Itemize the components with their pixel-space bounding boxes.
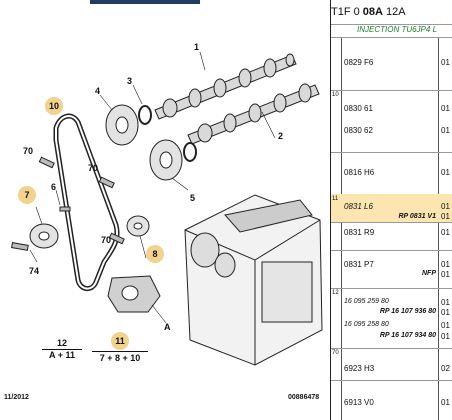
callout-3: 3 <box>127 76 133 86</box>
camshaft-2 <box>187 83 320 145</box>
pulley-5 <box>149 139 183 181</box>
group-number: 10 <box>332 92 339 98</box>
tensioner-7 <box>29 223 59 249</box>
part-code: 6923 H3 <box>344 364 375 373</box>
part-qty: 01 <box>441 332 450 341</box>
print-date: 11/2012 <box>4 394 29 401</box>
parts-row-highlighted[interactable]: 11 0831 L6 01 RP 0831 V1 01 <box>331 194 452 223</box>
part-code: 16 095 258 80 <box>344 321 389 328</box>
pulley-4 <box>105 104 139 146</box>
part-code: 0831 P7 <box>344 260 374 269</box>
part-qty: 01 <box>441 228 450 237</box>
bolts <box>11 156 125 251</box>
part-qty: 01 <box>441 321 450 330</box>
parts-row[interactable]: 12 16 095 259 80 01 RP 16 107 936 80 01 … <box>331 288 452 349</box>
engine-block <box>184 194 323 366</box>
parts-row[interactable]: 70 6923 H3 02 <box>331 348 452 381</box>
callout-4: 4 <box>95 86 101 96</box>
ref-11: 7 + 8 + 10 <box>92 351 148 363</box>
drawing <box>11 51 323 366</box>
title-suffix: 12A <box>386 6 406 18</box>
part-qty: 01 <box>441 168 450 177</box>
title-mid: 08A <box>362 6 383 18</box>
callout-74: 74 <box>29 266 40 276</box>
replacement-ref: RP 0831 V1 <box>398 213 437 220</box>
replacement-ref: RP 16 107 934 80 <box>379 332 436 339</box>
callout-5: 5 <box>190 193 196 203</box>
parts-row[interactable]: 10 0830 61 01 0830 62 01 <box>331 90 452 153</box>
part-qty: 01 <box>441 260 450 269</box>
part-qty: 01 <box>441 202 450 211</box>
ref-12-formula: A + 11 <box>49 350 75 360</box>
part-qty: 02 <box>441 364 450 373</box>
replacement-ref: RP 16 107 936 80 <box>379 308 436 315</box>
group-number: 70 <box>332 350 339 356</box>
part-qty: 01 <box>441 126 450 135</box>
callout-2: 2 <box>278 131 284 141</box>
group-number: 11 <box>332 196 339 202</box>
group-number: 12 <box>332 290 339 296</box>
part-qty: 01 <box>441 212 450 221</box>
callout-10-badge: 10 <box>45 97 63 115</box>
callout-7-badge: 7 <box>18 186 36 204</box>
drawing-code: 00886478 <box>288 394 320 401</box>
col-divider-right <box>438 38 439 420</box>
part-code: 0830 62 <box>344 126 373 135</box>
part-qty: 01 <box>441 270 450 279</box>
callout-70-low: 70 <box>101 235 112 245</box>
callout-1: 1 <box>194 42 200 52</box>
part-qty: 01 <box>441 308 450 317</box>
parts-row[interactable]: 0829 F6 01 <box>331 38 452 91</box>
callout-70-mid: 70 <box>88 163 99 173</box>
parts-list-panel: T1F 0 08A 12A INJECTION TU6JP4 L 0829 F6… <box>331 0 452 420</box>
water-pump <box>107 275 161 313</box>
parts-row[interactable]: 0831 R9 01 <box>331 222 452 251</box>
part-qty: 01 <box>441 398 450 407</box>
panel-subtitle: INJECTION TU6JP4 L <box>331 24 452 38</box>
part-code: 0829 F6 <box>344 58 374 67</box>
parts-row[interactable]: 0831 P7 01 NFP 01 <box>331 250 452 289</box>
title-prefix: T1F 0 <box>331 6 360 18</box>
part-qty: 01 <box>441 298 450 307</box>
leader-lines <box>29 51 276 324</box>
callout-a: A <box>164 322 171 332</box>
ref-12-label: 12 <box>42 338 82 350</box>
part-qty: 01 <box>441 104 450 113</box>
callout-70-top: 70 <box>23 146 34 156</box>
callout-6: 6 <box>51 182 57 192</box>
seal-3b <box>183 142 197 162</box>
parts-row[interactable]: 0816 H6 01 <box>331 152 452 195</box>
camshaft-1 <box>154 53 297 120</box>
callout-8-badge: 8 <box>146 245 164 263</box>
part-code: 0830 61 <box>344 104 373 113</box>
header-strip <box>90 0 200 4</box>
parts-row[interactable]: 6913 V0 01 <box>331 380 452 420</box>
ref-12: 12 A + 11 <box>42 338 82 360</box>
part-code: 6913 V0 <box>344 398 374 407</box>
seal-3a <box>138 105 152 125</box>
ref-11-badge: 11 <box>111 332 129 350</box>
part-code: 0831 L6 <box>344 202 373 211</box>
part-code: 0831 R9 <box>344 228 375 237</box>
exploded-diagram: 1 2 3 4 5 6 7 8 10 70 70 70 74 A 12 A + … <box>4 0 331 420</box>
replacement-ref: NFP <box>422 270 436 277</box>
part-code: 16 095 259 80 <box>344 298 389 305</box>
ref-11-formula: 7 + 8 + 10 <box>92 351 148 363</box>
part-qty: 01 <box>441 58 450 67</box>
part-code: 0816 H6 <box>344 168 375 177</box>
idler-8 <box>126 215 150 237</box>
panel-title: T1F 0 08A 12A <box>331 6 406 18</box>
col-divider-left <box>341 38 342 420</box>
